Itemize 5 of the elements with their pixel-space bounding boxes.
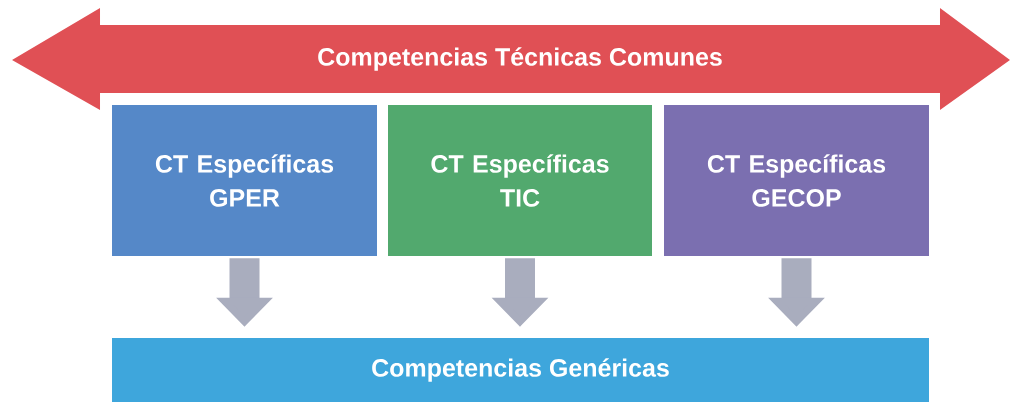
process-box: CT Específicas GECOP bbox=[664, 105, 929, 256]
process-box: CT Específicas TIC bbox=[388, 105, 652, 256]
result-bar: Competencias Genéricas bbox=[112, 338, 929, 402]
process-box: CT Específicas GPER bbox=[112, 105, 377, 256]
double-arrow-band: Competencias Técnicas Comunes bbox=[12, 8, 1010, 110]
